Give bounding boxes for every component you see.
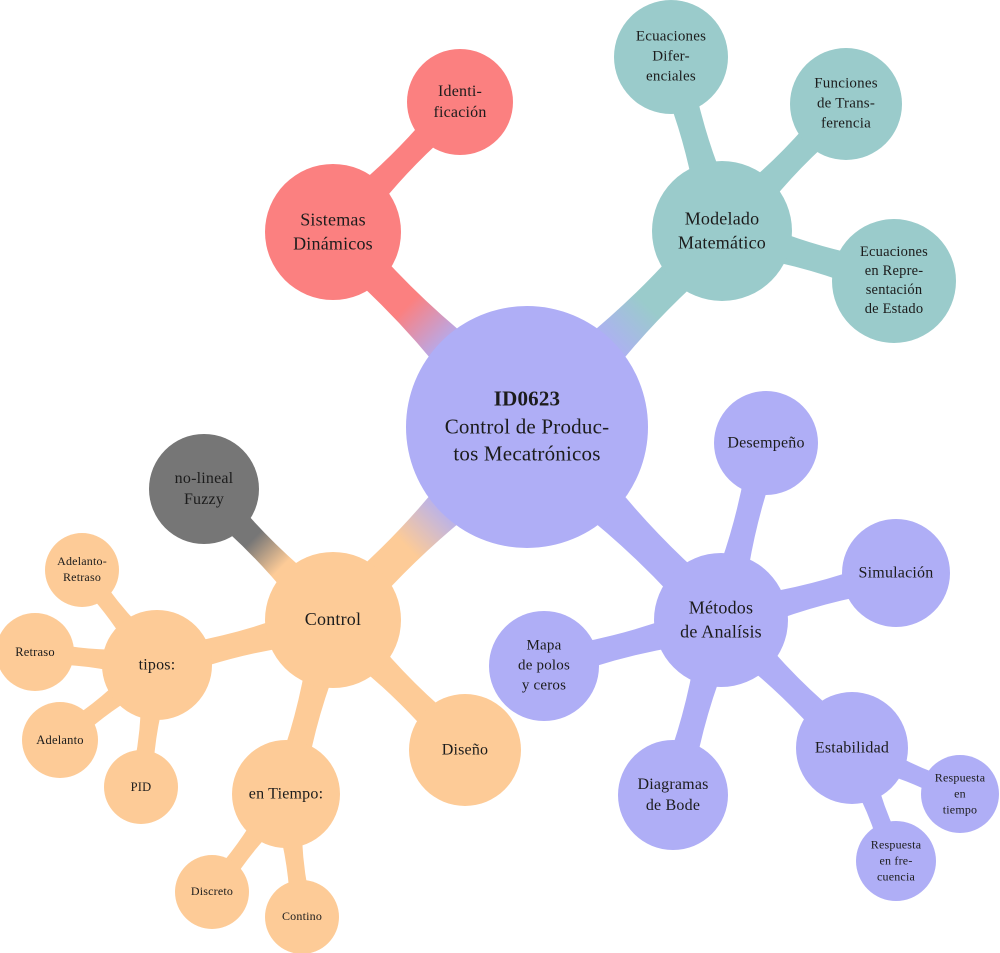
node-funciones-de-transferencia [790,48,902,160]
node-modelado-matematico [652,161,792,301]
node-respuesta-en-frecuencia [856,821,936,901]
node-diseno [409,694,521,806]
node-en-tiempo [232,740,340,848]
node-contino [265,880,339,953]
node-no-lineal-fuzzy [149,434,259,544]
node-ecuaciones-diferenciales [614,0,728,114]
node-discreto [175,855,249,929]
node-adelanto-retraso [45,533,119,607]
node-pid [104,750,178,824]
node-tipos [102,610,212,720]
node-metodos-de-analisis [654,553,788,687]
node-diagramas-de-bode [618,740,728,850]
node-sistemas-dinamicos [265,164,401,300]
node-desempeno [714,391,818,495]
node-ecuaciones-representacion-estado [832,219,956,343]
node-adelanto [22,702,98,778]
node-identificacion [407,49,513,155]
node-retraso [0,613,74,691]
node-root [406,306,648,548]
node-respuesta-en-tiempo [921,755,999,833]
node-simulacion [842,519,950,627]
node-estabilidad [796,692,908,804]
node-control [265,552,401,688]
node-mapa-de-polos-y-ceros [489,611,599,721]
